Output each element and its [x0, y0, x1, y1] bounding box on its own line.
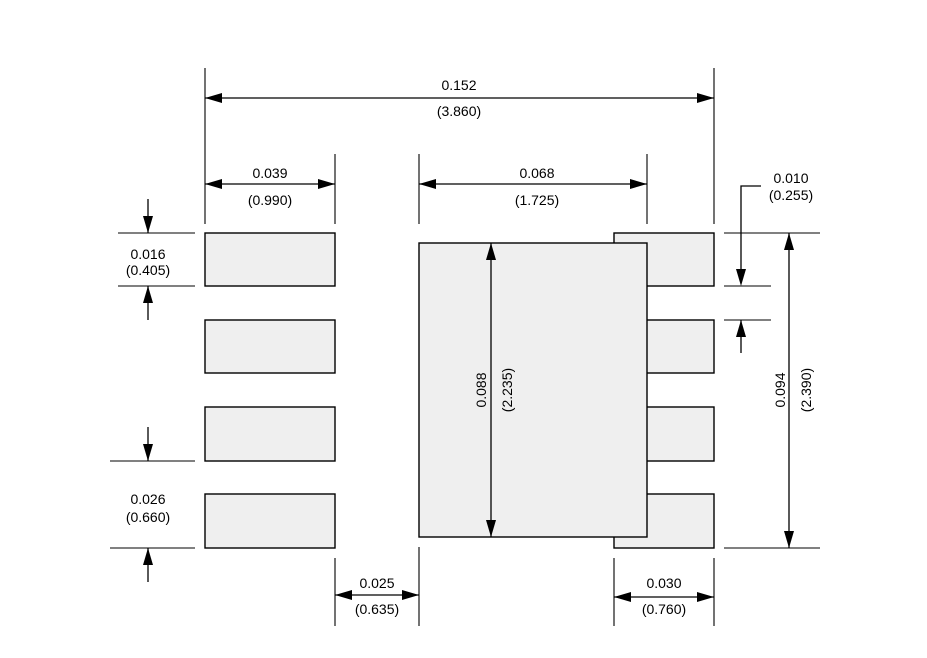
- thermal-pad-height-mm: (2.235): [499, 368, 515, 412]
- pad-gap-mm: (0.635): [355, 601, 399, 617]
- dimension-pad-width: 0.016 (0.405): [126, 199, 170, 320]
- pad-length-mm: (0.990): [248, 192, 292, 208]
- thermal-pad-width-mm: (1.725): [515, 192, 559, 208]
- overall-width-inch: 0.152: [441, 77, 476, 93]
- dimension-thermal-pad-height: 0.088 (2.235): [473, 243, 515, 537]
- pad-width-mm: (0.405): [126, 262, 170, 278]
- dimension-pad-length: 0.039 (0.990): [205, 165, 335, 208]
- extension-lines: [110, 68, 820, 626]
- right-offset-mm: (0.255): [769, 187, 813, 203]
- left-pad-1: [204, 232, 336, 287]
- dimension-right-pad-length: 0.030 (0.760): [614, 575, 714, 617]
- thermal-pad-height-inch: 0.088: [473, 372, 489, 407]
- right-offset-inch-text: 0.010: [773, 170, 808, 186]
- right-pad-length-mm: (0.760): [642, 601, 686, 617]
- overall-width-mm: (3.860): [437, 103, 481, 119]
- left-pad-3: [204, 406, 336, 462]
- pitch-inch: 0.026: [130, 491, 165, 507]
- dimension-overall-width: 0.152 (3.860): [205, 77, 714, 119]
- thermal-pad: [418, 242, 648, 538]
- pitch-mm: (0.660): [126, 509, 170, 525]
- pad-gap-inch: 0.025: [359, 575, 394, 591]
- left-pad-2: [204, 319, 336, 374]
- left-pad-4: [204, 493, 336, 549]
- thermal-pad-width-inch: 0.068: [519, 165, 554, 181]
- pad-length-inch: 0.039: [252, 165, 287, 181]
- pad-width-inch: 0.016: [130, 246, 165, 262]
- dimension-thermal-pad-width: 0.068 (1.725): [419, 165, 647, 208]
- dimension-right-offset: 0.010 (0.255): [736, 170, 813, 353]
- overall-height-mm: (2.390): [798, 368, 814, 412]
- dimension-pad-gap: 0.025 (0.635): [335, 575, 419, 617]
- dimension-pitch: 0.026 (0.660): [126, 427, 170, 582]
- overall-height-inch: 0.094: [772, 372, 788, 407]
- right-pad-length-inch: 0.030: [646, 575, 681, 591]
- dimension-overall-height: 0.094 (2.390): [772, 233, 814, 548]
